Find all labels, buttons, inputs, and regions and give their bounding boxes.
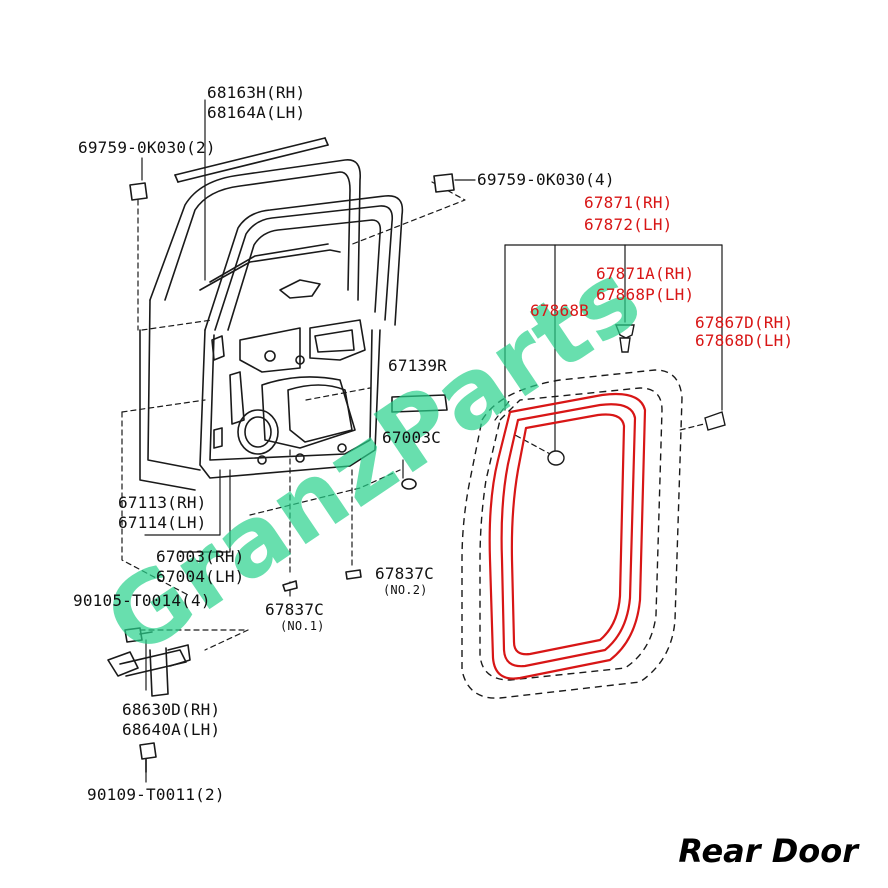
small-parts	[107, 173, 455, 773]
label-clip-top-left: 69759-0K030(2)	[78, 138, 216, 157]
weatherstrip-clips	[547, 324, 726, 466]
label-clip-d-lh: 67868D(LH)	[695, 331, 794, 350]
label-clip-d-rh: 67867D(RH)	[695, 313, 794, 332]
label-hole-cover-2-note: (NO.2)	[383, 583, 428, 597]
label-leaders	[141, 99, 723, 783]
door-body-outline	[461, 369, 683, 699]
door-weatherstrip	[488, 392, 647, 680]
label-bolt-bottom: 90109-T0011(2)	[87, 785, 225, 804]
label-pad: 67139R	[388, 356, 447, 375]
label-panel2-lh: 67004(LH)	[156, 567, 245, 586]
label-clip-top-right: 69759-0K030(4)	[477, 170, 615, 189]
label-check-lh: 68640A(LH)	[122, 720, 221, 739]
label-panel2-rh: 67003(RH)	[156, 547, 245, 566]
label-weatherstrip-lh: 67872(LH)	[584, 215, 673, 234]
label-weatherstrip-rh: 67871(RH)	[584, 193, 673, 212]
label-plug: 67003C	[382, 428, 441, 447]
label-clip-a-lh: 67868P(LH)	[596, 285, 695, 304]
label-hole-cover-1: 67837C	[265, 600, 324, 619]
label-hole-cover-1-note: (NO.1)	[280, 619, 325, 633]
rear-door-caption: Rear Door	[678, 832, 858, 870]
label-hole-cover-2: 67837C	[375, 564, 434, 583]
upper-moulding-strip	[174, 137, 329, 183]
label-panel-rh: 67113(RH)	[118, 493, 207, 512]
label-clip-b: 67868B	[530, 301, 589, 320]
label-moulding-lh: 68164A(LH)	[207, 103, 306, 122]
label-panel-lh: 67114(LH)	[118, 513, 207, 532]
label-moulding-rh: 68163H(RH)	[207, 83, 306, 102]
label-bolt-top: 90105-T0014(4)	[73, 591, 211, 610]
door-outer-frame	[139, 159, 362, 491]
label-clip-a-rh: 67871A(RH)	[596, 264, 695, 283]
door-inner-frame	[199, 195, 404, 479]
label-check-rh: 68630D(RH)	[122, 700, 221, 719]
